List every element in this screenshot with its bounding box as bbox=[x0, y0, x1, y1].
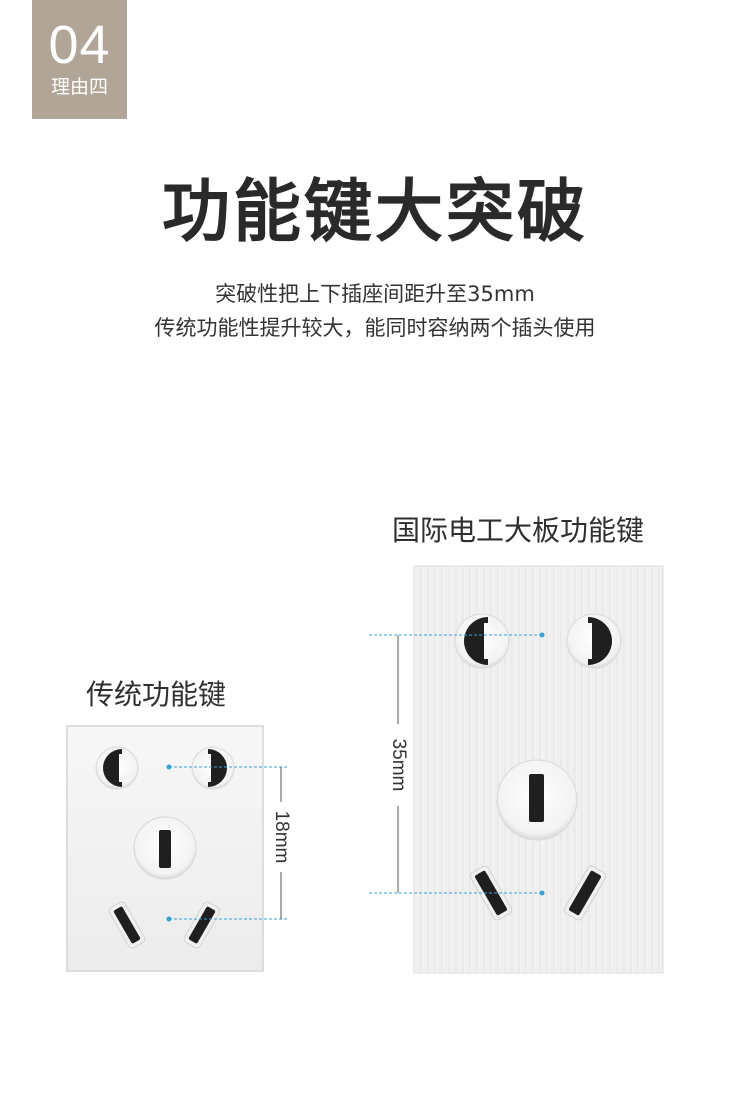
badge-number: 04 bbox=[48, 15, 111, 75]
large-top-right-socket bbox=[566, 613, 622, 669]
small-top-left-socket bbox=[95, 746, 139, 790]
large-panel-measurement: 35mm bbox=[369, 632, 545, 896]
subtitle-line-1: 突破性把上下插座间距升至35mm bbox=[215, 282, 535, 306]
subtitle-line-2: 传统功能性提升较大，能同时容纳两个插头使用 bbox=[154, 316, 596, 340]
small-panel-measurement: 18mm bbox=[166, 764, 292, 922]
page-title: 功能键大突破 bbox=[161, 173, 588, 252]
badge-subtitle: 理由四 bbox=[50, 76, 108, 98]
large-top-left-socket bbox=[454, 613, 510, 669]
large-panel-dimension: 35mm bbox=[388, 739, 409, 792]
small-top-right-socket bbox=[191, 746, 235, 790]
reason-badge: 04 理由四 bbox=[32, 0, 127, 119]
large-earth-socket bbox=[496, 759, 578, 841]
small-earth-socket bbox=[133, 816, 197, 880]
large-panel-label: 国际电工大板功能键 bbox=[392, 514, 645, 547]
large-socket-panel bbox=[413, 565, 664, 974]
small-panel-label: 传统功能键 bbox=[86, 678, 227, 711]
large-right-angled-slot bbox=[563, 865, 607, 921]
small-left-angled-slot bbox=[108, 901, 146, 949]
small-socket-panel bbox=[66, 725, 264, 972]
small-panel-dimension: 18mm bbox=[271, 811, 292, 864]
small-right-angled-slot bbox=[183, 901, 221, 949]
